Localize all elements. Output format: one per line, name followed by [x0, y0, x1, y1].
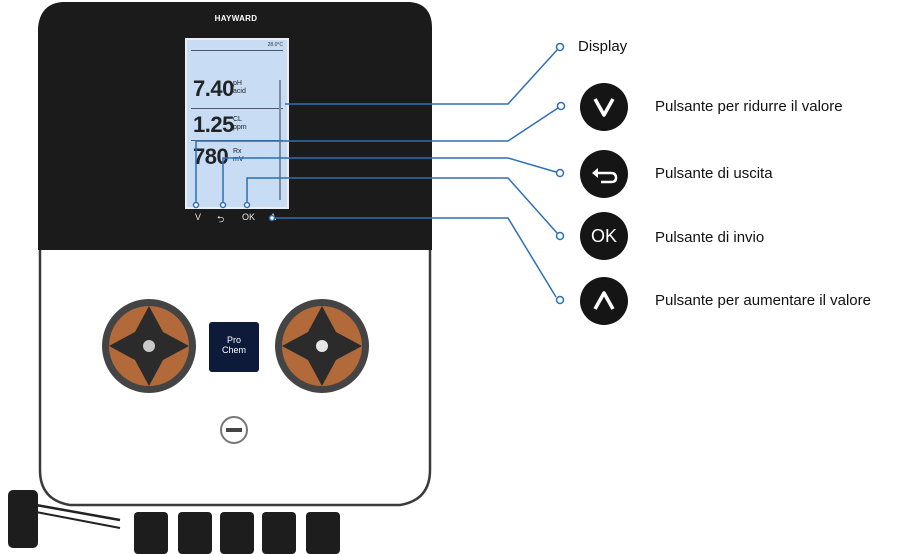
prochem-badge: Pro Chem [209, 335, 259, 355]
badge-line1: Pro [226, 335, 241, 345]
rx-mode: mV [233, 156, 244, 163]
cl-mode: ppm [233, 124, 247, 131]
leader-enter [246, 177, 558, 234]
chevron-down-icon [580, 83, 628, 131]
ph-unit: pH [233, 80, 242, 87]
device-key-ok[interactable]: OK [242, 212, 256, 222]
callout-up-label: Pulsante per aumentare il valore [655, 292, 871, 309]
callout-display-label: Display [578, 38, 628, 55]
pump-right [275, 299, 369, 393]
cl-value: 1.25 [193, 112, 234, 137]
tube-connector [8, 490, 121, 548]
callout-enter-label: Pulsante di invio [655, 229, 765, 246]
cl-unit: CL [233, 116, 242, 123]
ph-mode: acid [233, 88, 246, 95]
chevron-up-icon [580, 277, 628, 325]
callout-exit-label: Pulsante di uscita [655, 165, 773, 182]
return-arrow-icon [580, 150, 628, 198]
ok-icon: OK [580, 212, 628, 260]
minus-button-icon [220, 416, 248, 444]
leader-down [195, 107, 559, 205]
pump-left [102, 299, 196, 393]
brand-logo: HAYWARD [214, 14, 258, 23]
prochem-badge-bg [209, 322, 259, 372]
ph-reading: 7.40 pH acid [193, 76, 246, 102]
leader-exit [222, 157, 557, 205]
cl-reading: 1.25 CL ppm [193, 112, 247, 138]
display-screen: 28.0°C 7.40 pH acid 1.25 CL ppm 780 Rx m… [185, 38, 289, 209]
ph-value: 7.40 [193, 76, 234, 101]
device-key-down[interactable]: V [195, 212, 202, 222]
leader-display [285, 49, 558, 105]
temperature-readout: 28.0°C [267, 42, 283, 48]
badge-line2: Chem [221, 345, 246, 355]
device-key-back[interactable]: ⮌ [217, 214, 225, 224]
leader-up [272, 217, 557, 298]
rx-unit: Rx [233, 148, 242, 155]
cable-glands [134, 512, 340, 554]
callout-down-label: Pulsante per ridurre il valore [655, 98, 843, 115]
